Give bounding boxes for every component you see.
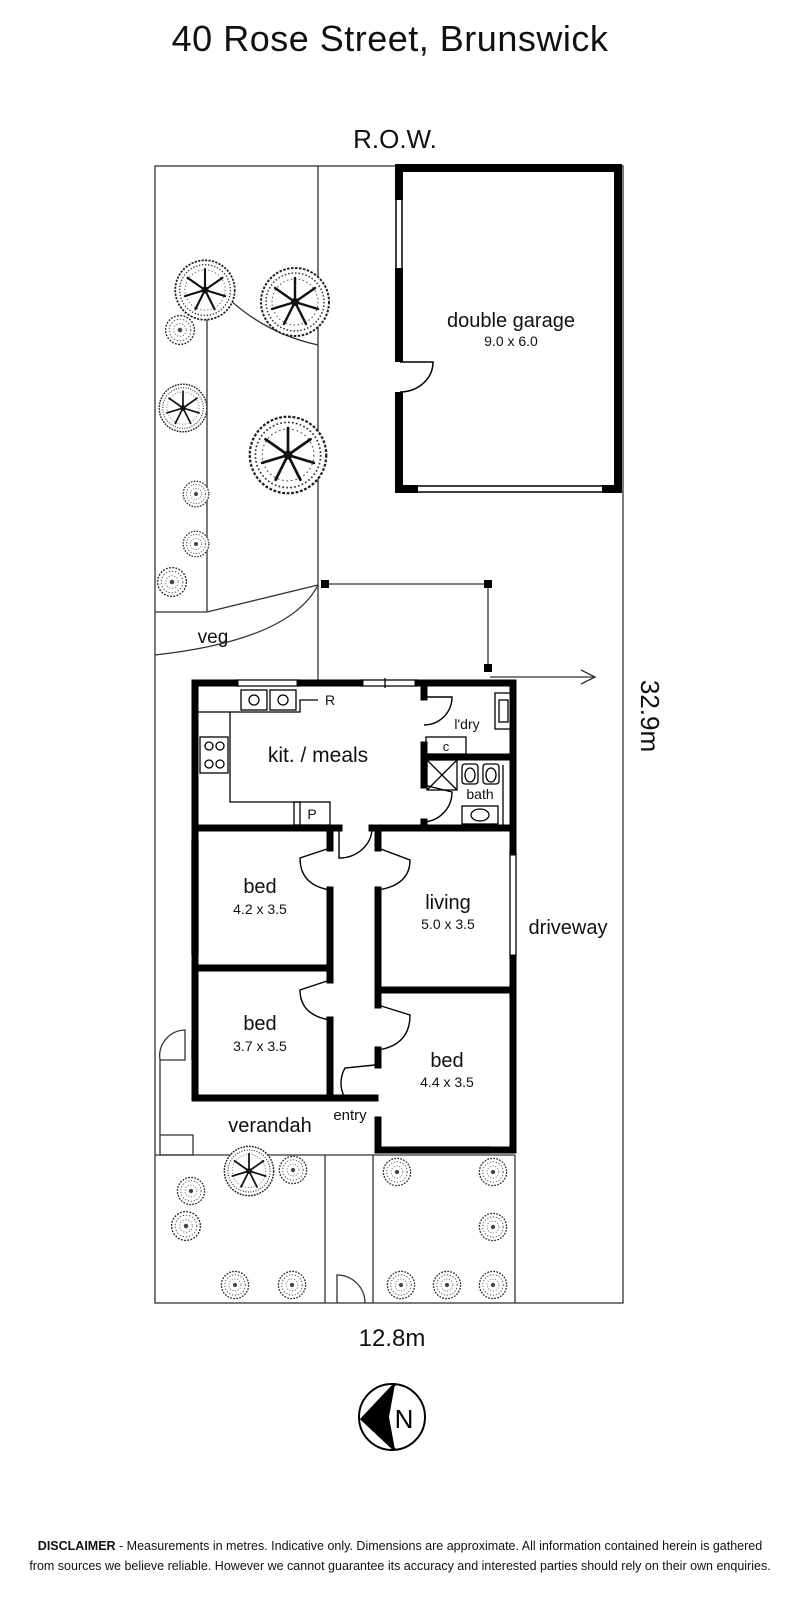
kitchen-joinery [198, 689, 512, 826]
room-name-bed2: bed [243, 1013, 276, 1035]
fence-posts [321, 580, 492, 672]
shrub-icon [278, 1155, 308, 1185]
tree-icon [259, 266, 331, 338]
shrub-icon [386, 1270, 416, 1300]
garage [395, 164, 622, 493]
shrub-icon [176, 1176, 206, 1206]
compass-icon: N [358, 1382, 426, 1452]
pantry-label: P [307, 806, 316, 822]
shrub-icon [170, 1210, 202, 1242]
disclaimer-line2: from sources we believe reliable. Howeve… [29, 1559, 771, 1573]
kitchen-label: kit. / meals [268, 744, 368, 767]
windows [191, 678, 517, 1154]
doors [299, 696, 453, 1099]
room-size-garage: 9.0 x 6.0 [484, 333, 538, 349]
row-label: R.O.W. [353, 124, 437, 154]
room-name-bed3: bed [430, 1050, 463, 1072]
bath-label: bath [466, 786, 493, 802]
cupboard-label: c [443, 739, 450, 754]
room-size-living: 5.0 x 3.5 [421, 916, 475, 932]
shrub-icon [182, 530, 210, 558]
room-size-bed2: 3.7 x 3.5 [233, 1038, 287, 1054]
shrub-icon [156, 566, 188, 598]
tree-icon [223, 1145, 275, 1197]
veg-label: veg [198, 627, 229, 648]
shrub-icon [164, 314, 196, 346]
shrub-icon [382, 1157, 412, 1187]
shrub-icon [478, 1270, 508, 1300]
shrub-icon [432, 1270, 462, 1300]
site-boundary [154, 165, 624, 1304]
shrub-icon [182, 480, 210, 508]
shrub-icon [277, 1270, 307, 1300]
shrub-icon [478, 1212, 508, 1242]
house-walls [191, 679, 517, 1154]
shrub-icon [220, 1270, 250, 1300]
tree-icon [158, 383, 208, 433]
tree-icon [174, 259, 236, 321]
entry-label: entry [333, 1107, 367, 1124]
driveway-label: driveway [529, 917, 608, 939]
fridge-label: R [325, 692, 335, 708]
room-name-bed1: bed [243, 876, 276, 898]
depth-dimension: 32.9m [635, 680, 665, 752]
shrub-icon [478, 1157, 508, 1187]
frontage-dimension: 12.8m [359, 1325, 426, 1352]
disclaimer-line1: - Measurements in metres. Indicative onl… [115, 1539, 763, 1553]
room-size-bed3: 4.4 x 3.5 [420, 1074, 474, 1090]
tree-icon [248, 415, 328, 495]
laundry-label: l'dry [454, 716, 479, 732]
room-size-bed1: 4.2 x 3.5 [233, 901, 287, 917]
page-title: 40 Rose Street, Brunswick [171, 18, 609, 59]
disclaimer: DISCLAIMER - Measurements in metres. Ind… [20, 1536, 780, 1576]
compass-n-label: N [395, 1404, 414, 1434]
verandah-label: verandah [228, 1115, 311, 1137]
room-name-garage: double garage [447, 310, 575, 332]
disclaimer-heading: DISCLAIMER [37, 1539, 116, 1553]
room-name-living: living [425, 892, 471, 914]
